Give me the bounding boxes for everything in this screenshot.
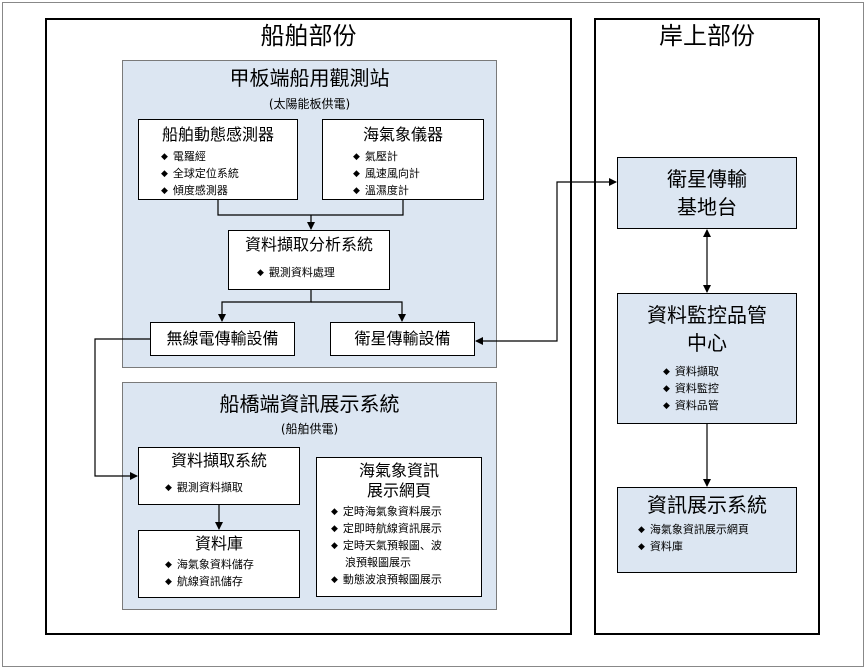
bridge-acquisition-title: 資料擷取系統	[170, 451, 267, 470]
acquisition-analysis-box: 資料擷取分析系統 觀測資料處理	[228, 230, 390, 290]
satellite-base-line2: 基地台	[677, 195, 737, 219]
bridge-acquisition-box: 資料擷取系統 觀測資料擷取	[138, 447, 300, 505]
connector-acquisition-split	[218, 290, 312, 322]
arrow-to-satellite-equipment	[311, 301, 406, 322]
satellite-transmission-box: 衛星傳輸設備	[330, 322, 475, 356]
bridge-acquisition-item: 觀測資料擷取	[165, 480, 299, 497]
database-box: 資料庫 海氣象資料儲存 航線資訊儲存	[138, 530, 300, 598]
webpage-item: 定時海氣象資料展示	[331, 504, 481, 521]
weather-instrument-title: 海氣象儀器	[362, 125, 443, 144]
deck-station-title: 甲板端船用觀測站	[229, 66, 390, 90]
deck-station-panel	[122, 60, 497, 368]
monitor-center-line1: 資料監控品管	[647, 303, 767, 327]
deck-station-subtitle: (太陽能板供電)	[268, 97, 351, 111]
weather-instrument-item: 風速風向計	[353, 166, 483, 183]
weather-webpage-box: 海氣象資訊 展示網頁 定時海氣象資料展示 定即時航線資訊展示 定時天氣預報圖、波…	[316, 457, 482, 597]
shore-section-title: 岸上部份	[659, 22, 755, 50]
monitor-center-box: 資料監控品管 中心 資料擷取 資料監控 資料品管	[617, 293, 797, 424]
webpage-item: 浪預報圖展示	[345, 556, 411, 569]
monitor-center-item: 資料擷取	[663, 364, 796, 381]
database-item: 海氣象資料儲存	[165, 557, 299, 574]
webpage-item: 動態波浪預報圖展示	[331, 572, 481, 589]
database-item: 航線資訊儲存	[165, 574, 299, 591]
motion-sensor-item: 全球定位系統	[161, 166, 297, 183]
connector-radio-to-bridge	[94, 338, 150, 480]
satellite-base-box: 衛星傳輸 基地台	[617, 157, 797, 229]
acquisition-analysis-title: 資料擷取分析系統	[244, 235, 373, 254]
satellite-base-line1: 衛星傳輸	[667, 167, 747, 191]
webpage-item: 定即時航線資訊展示	[331, 521, 481, 538]
bridge-title: 船橋端資訊展示系統	[219, 392, 400, 416]
database-title: 資料庫	[194, 534, 243, 553]
monitor-center-item: 資料品管	[663, 398, 796, 415]
ship-section-title: 船舶部份	[260, 22, 357, 50]
display-system-title: 資訊展示系統	[647, 493, 767, 517]
webpage-title-line1: 海氣象資訊	[358, 461, 439, 480]
display-system-box: 資訊展示系統 海氣象資訊展示網頁 資料庫	[617, 487, 797, 573]
radio-transmission-box: 無線電傳輸設備	[150, 322, 295, 356]
weather-instrument-item: 氣壓計	[353, 149, 483, 166]
display-system-item: 資料庫	[638, 539, 796, 556]
connector-sensors-to-acquisition	[217, 200, 404, 216]
motion-sensor-box: 船舶動態感測器 電羅經 全球定位系統 傾度感測器	[138, 119, 298, 200]
motion-sensor-item: 電羅經	[161, 149, 297, 166]
bridge-subtitle: (船舶供電)	[280, 422, 339, 436]
webpage-title-line2: 展示網頁	[366, 481, 431, 500]
display-system-item: 海氣象資訊展示網頁	[638, 522, 796, 539]
monitor-center-item: 資料監控	[663, 381, 796, 398]
webpage-item: 定時天氣預報圖、波	[331, 538, 481, 555]
motion-sensor-item: 傾度感測器	[161, 183, 297, 200]
weather-instrument-box: 海氣象儀器 氣壓計 風速風向計 溫濕度計	[322, 119, 484, 200]
weather-instrument-item: 溫濕度計	[353, 183, 483, 200]
monitor-center-line2: 中心	[687, 331, 727, 355]
acquisition-analysis-item: 觀測資料處理	[257, 265, 389, 282]
connector-satellite-link	[475, 178, 617, 345]
motion-sensor-title: 船舶動態感測器	[161, 125, 274, 144]
